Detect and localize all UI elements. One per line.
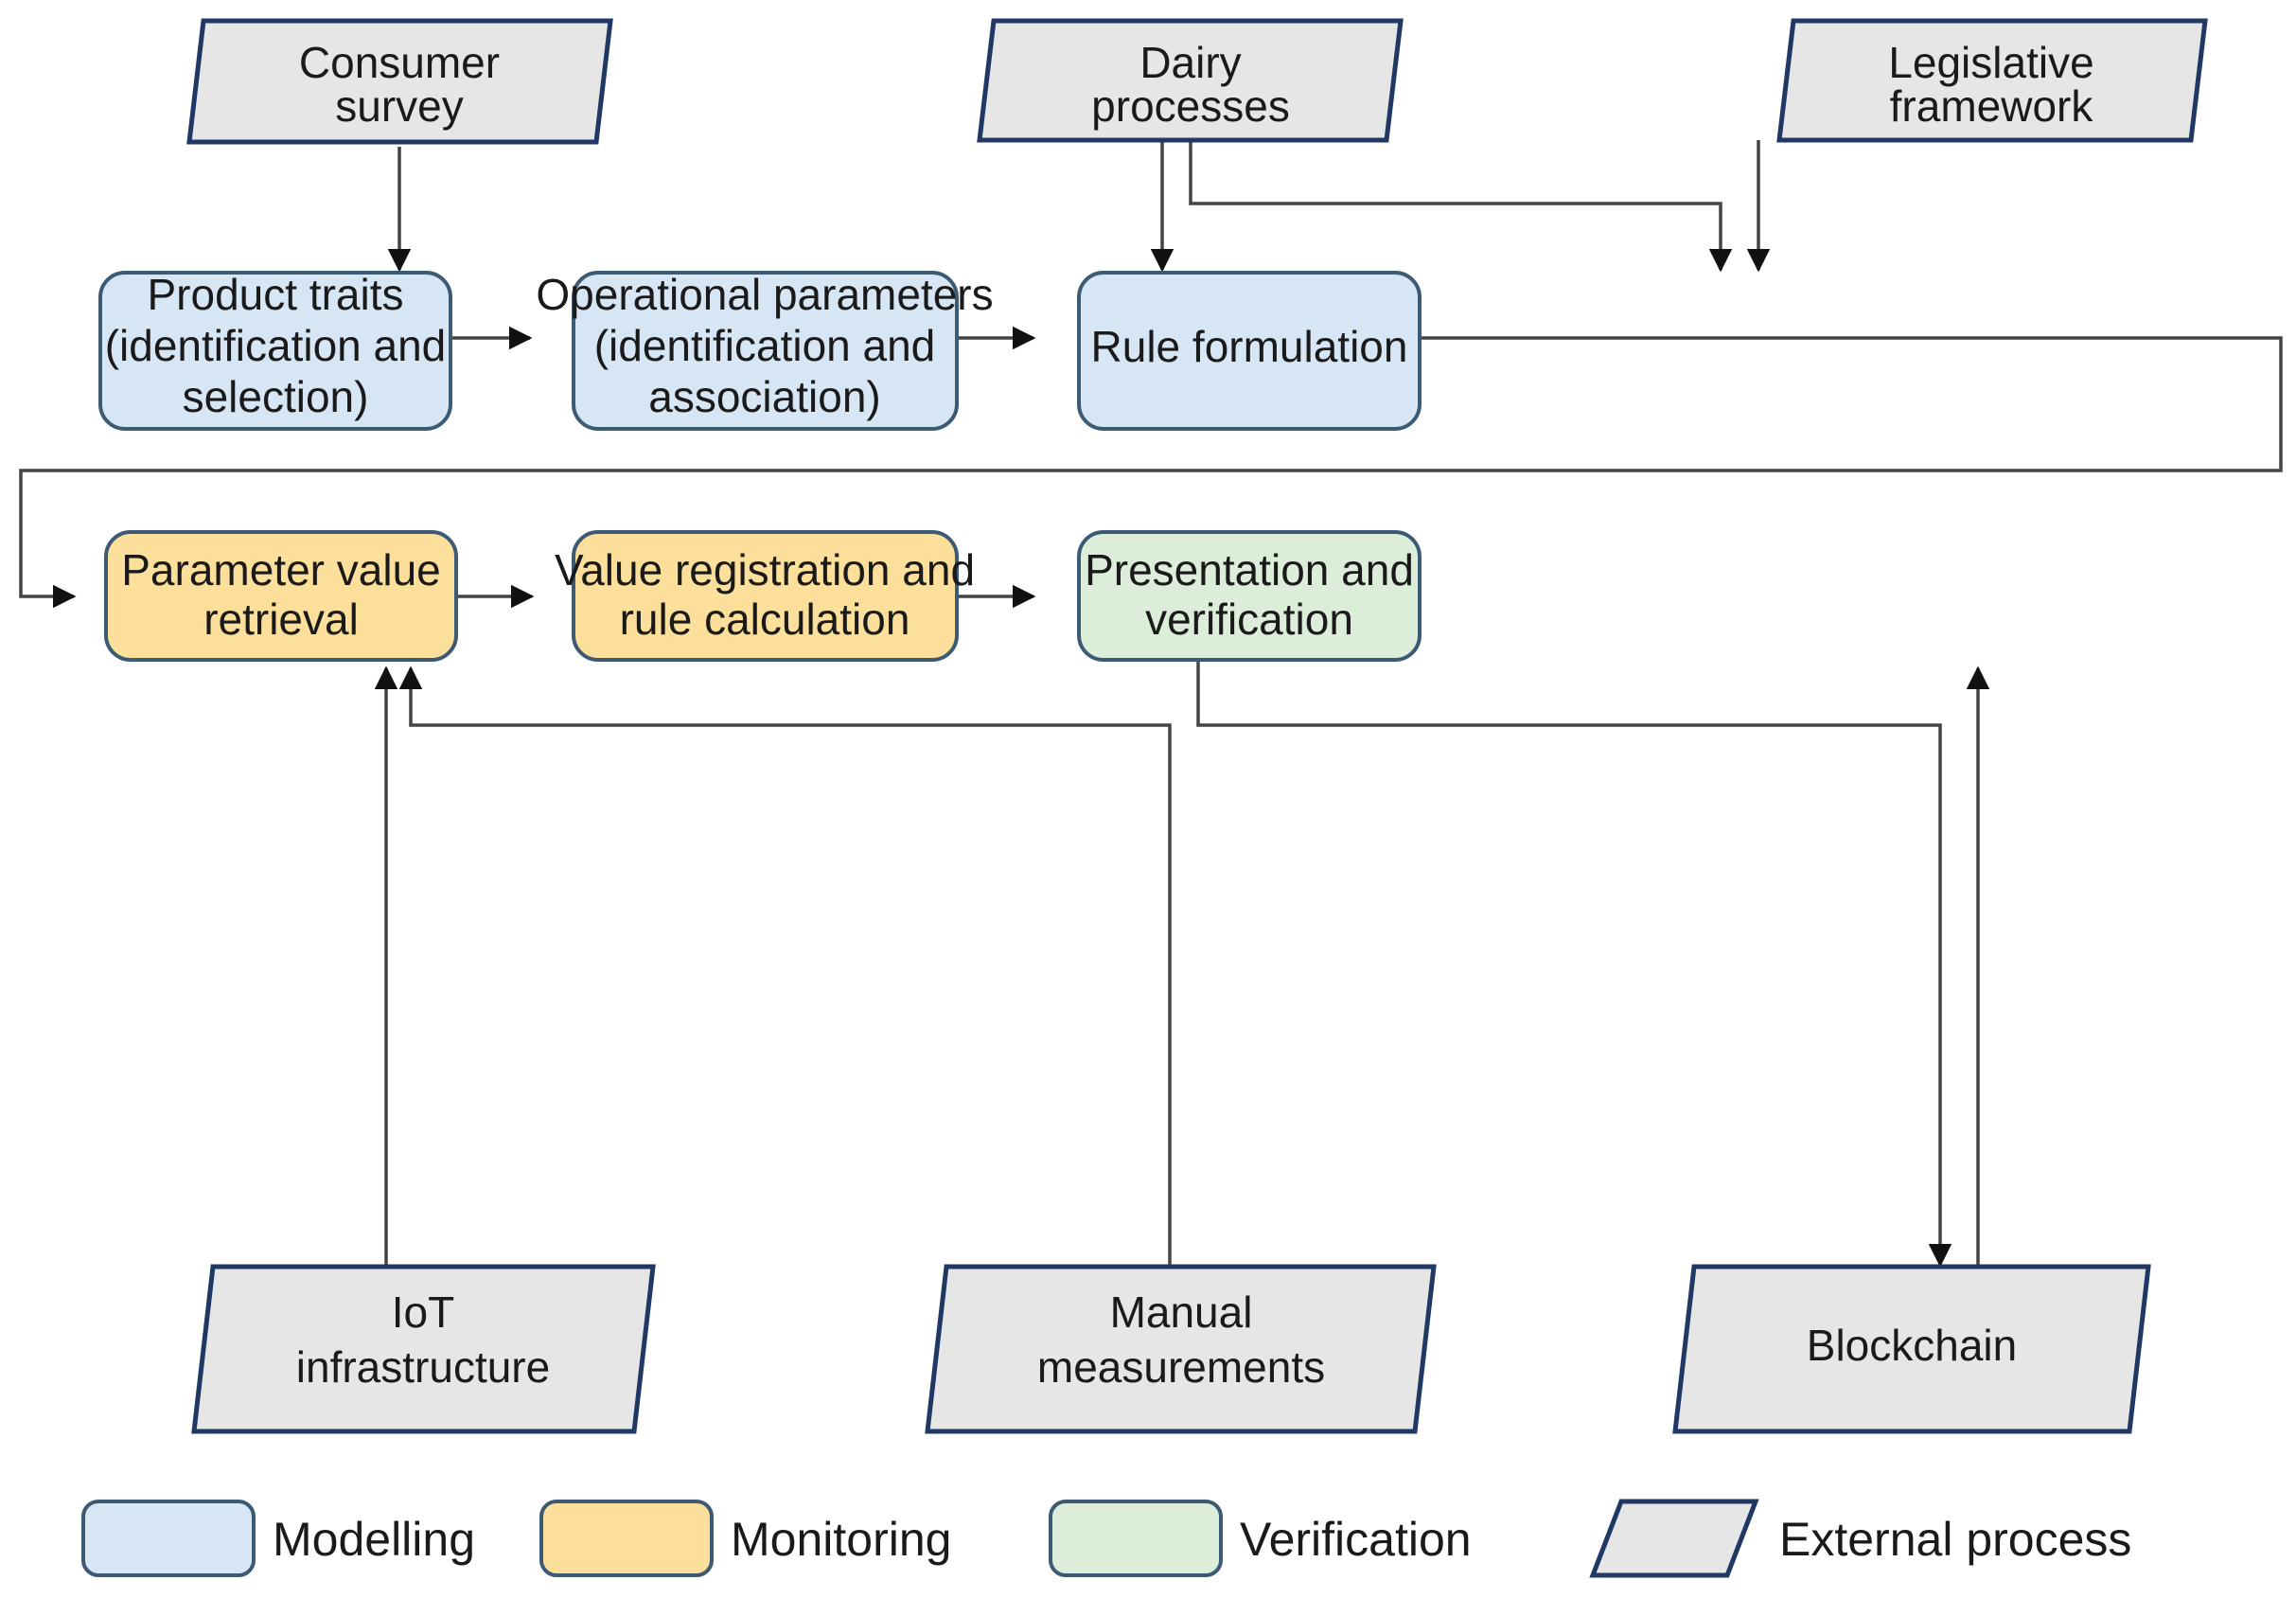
edge-layer <box>19 140 2283 1268</box>
manual-measurements-label-line1: Manual <box>1110 1287 1253 1337</box>
legislative-framework-shape <box>1776 18 2208 143</box>
manual-measurements-shape <box>925 1264 1437 1434</box>
legend-swatch-modelling <box>81 1500 256 1577</box>
parameter-value-retrieval-shape <box>104 530 458 662</box>
value-registration-shape <box>572 530 959 662</box>
value-registration-label-line2: rule calculation <box>620 595 910 644</box>
product-traits-label-line2: (identification and <box>105 321 447 370</box>
iot-infrastructure-label-line2: infrastructure <box>296 1342 550 1392</box>
parameter-value-retrieval-label-line1: Parameter value <box>121 545 441 595</box>
dairy-processes-label-line1: Dairy <box>1139 38 1241 87</box>
legend-label-modelling: Modelling <box>273 1513 475 1566</box>
rule-formulation-shape <box>1077 271 1422 431</box>
value-registration-label-line1: Value registration and <box>555 545 975 595</box>
node-value-registration[interactable]: Value registration and rule calculation <box>555 530 975 662</box>
iot-infrastructure-label-line1: IoT <box>392 1287 454 1337</box>
legislative-framework-label-line1: Legislative <box>1888 38 2093 87</box>
consumer-survey-shape <box>186 18 613 145</box>
operational-parameters-label-line1: Operational parameters <box>536 270 993 319</box>
parameter-value-retrieval-label-line2: retrieval <box>203 595 359 644</box>
legend: Modelling Monitoring Verification Extern… <box>81 1499 2131 1578</box>
node-parameter-value-retrieval[interactable]: Parameter value retrieval <box>104 530 458 662</box>
consumer-survey-label-line1: Consumer <box>299 38 500 87</box>
consumer-survey-label-line2: survey <box>335 81 463 131</box>
manual-measurements-label-line2: measurements <box>1037 1342 1325 1392</box>
legend-item-external-process[interactable]: External process <box>1589 1499 2131 1578</box>
product-traits-shape <box>98 271 452 431</box>
product-traits-label-line1: Product traits <box>148 270 404 319</box>
edge-value-registration-to-blockchain <box>1196 657 1952 1268</box>
legend-item-monitoring[interactable]: Monitoring <box>539 1500 951 1577</box>
node-manual-measurements[interactable]: Manual measurements <box>925 1264 1437 1434</box>
legend-swatch-monitoring <box>539 1500 714 1577</box>
legend-label-monitoring: Monitoring <box>731 1513 951 1566</box>
dairy-processes-shape <box>977 18 1404 143</box>
edge-manual-measurements-to-parameter-value-retrieval <box>398 666 1172 1265</box>
legend-label-verification: Verification <box>1240 1513 1472 1566</box>
edge-dairy-processes-to-rule-formulation <box>1189 140 1733 273</box>
operational-parameters-label-line3: association) <box>648 372 880 421</box>
edge-rule-formulation-to-parameter-value-retrieval <box>19 336 2283 609</box>
blockchain-label: Blockchain <box>1807 1321 2017 1370</box>
presentation-verification-shape <box>1077 530 1422 662</box>
node-dairy-processes[interactable]: Dairy processes <box>977 18 1404 143</box>
legend-item-verification[interactable]: Verification <box>1049 1500 1472 1577</box>
presentation-verification-label-line2: verification <box>1145 595 1353 644</box>
blockchain-shape <box>1672 1264 2151 1434</box>
operational-parameters-shape <box>572 271 959 431</box>
legislative-framework-label-line2: framework <box>1890 81 2094 131</box>
legend-swatch-verification <box>1049 1500 1223 1577</box>
iot-infrastructure-shape <box>191 1264 656 1434</box>
legend-swatch-external-process <box>1589 1499 1759 1578</box>
node-operational-parameters[interactable]: Operational parameters (identification a… <box>536 270 994 431</box>
legend-label-external-process: External process <box>1779 1513 2131 1566</box>
node-rule-formulation[interactable]: Rule formulation <box>1077 271 1422 431</box>
legend-item-modelling[interactable]: Modelling <box>81 1500 475 1577</box>
node-legislative-framework[interactable]: Legislative framework <box>1776 18 2208 143</box>
presentation-verification-label-line1: Presentation and <box>1085 545 1414 595</box>
dairy-processes-label-line2: processes <box>1091 81 1290 131</box>
rule-formulation-label: Rule formulation <box>1091 322 1408 371</box>
node-iot-infrastructure[interactable]: IoT infrastructure <box>191 1264 656 1434</box>
operational-parameters-label-line2: (identification and <box>594 321 936 370</box>
node-consumer-survey[interactable]: Consumer survey <box>186 18 613 145</box>
node-blockchain[interactable]: Blockchain <box>1672 1264 2151 1434</box>
node-presentation-verification[interactable]: Presentation and verification <box>1077 530 1422 662</box>
node-product-traits[interactable]: Product traits (identification and selec… <box>98 270 452 431</box>
product-traits-label-line3: selection) <box>183 372 369 421</box>
